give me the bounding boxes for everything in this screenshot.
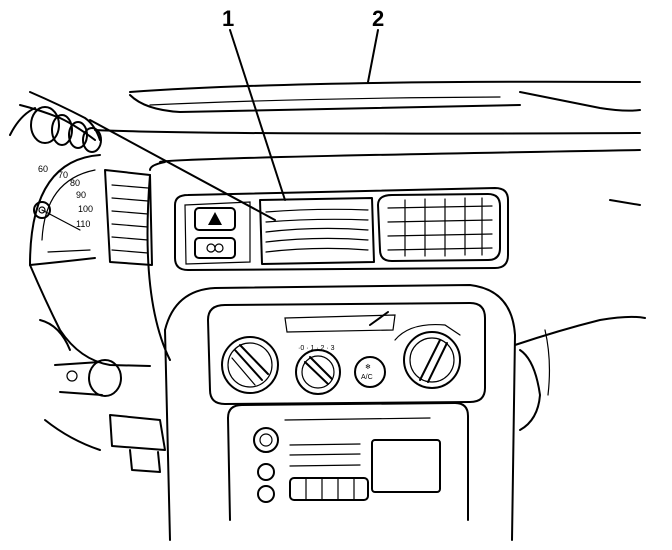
ac-button-icon: ❄ — [365, 363, 371, 371]
ac-button-label: A/C — [361, 374, 373, 381]
radio-display-slot — [284, 417, 431, 421]
dashboard-top-pad — [129, 80, 641, 113]
hazard-button[interactable] — [194, 207, 236, 231]
speed-tick-110: 110 — [76, 219, 90, 229]
left-side-vent — [104, 169, 153, 266]
radio-display — [371, 439, 441, 493]
rear-defog-button[interactable] — [194, 237, 236, 259]
speedometer-gauge: 60 70 80 90 100 110 — [29, 154, 101, 266]
speed-tick-80: 80 — [70, 178, 80, 188]
center-vent-housing — [174, 187, 509, 271]
radio-volume-knob[interactable] — [253, 427, 279, 453]
callout-1-label: 1 — [222, 6, 234, 31]
hvac-slider-track — [284, 314, 396, 333]
steering-column — [9, 91, 102, 153]
hazard-triangle-icon — [208, 212, 222, 225]
fan-speed-knob[interactable]: ·0 · 1 · 2 · 3 — [295, 345, 341, 395]
speed-tick-100: 100 — [78, 204, 93, 214]
mode-scale-arc — [394, 323, 461, 341]
hvac-slider-lever — [369, 311, 389, 326]
callout-1-leader — [89, 29, 286, 221]
passenger-dash-edge — [514, 199, 646, 431]
mode-knob[interactable] — [394, 323, 461, 389]
callout-2-leader — [367, 29, 379, 83]
stalk-symbol-icon — [66, 370, 78, 382]
multifunction-stalk — [39, 319, 166, 473]
radio-unit — [227, 402, 469, 521]
ac-button[interactable]: ❄ A/C — [354, 356, 386, 388]
center-air-vent — [259, 197, 375, 265]
center-console-shell — [29, 174, 516, 541]
radio-small-button[interactable] — [257, 463, 275, 481]
speed-tick-70: 70 — [58, 170, 68, 180]
speed-tick-90: 90 — [76, 190, 86, 200]
fan-scale-marks: ·0 · 1 · 2 · 3 — [298, 345, 335, 352]
right-center-air-vent — [377, 193, 501, 262]
defog-icon — [206, 243, 216, 253]
hvac-control-panel — [207, 302, 486, 405]
temperature-knob[interactable] — [221, 336, 279, 394]
dashboard-upper-panel — [94, 129, 641, 171]
speed-tick-60: 60 — [38, 164, 48, 174]
radio-preset-buttons[interactable] — [289, 477, 369, 501]
radio-small-button[interactable] — [257, 485, 275, 503]
callout-2-label: 2 — [372, 6, 384, 31]
